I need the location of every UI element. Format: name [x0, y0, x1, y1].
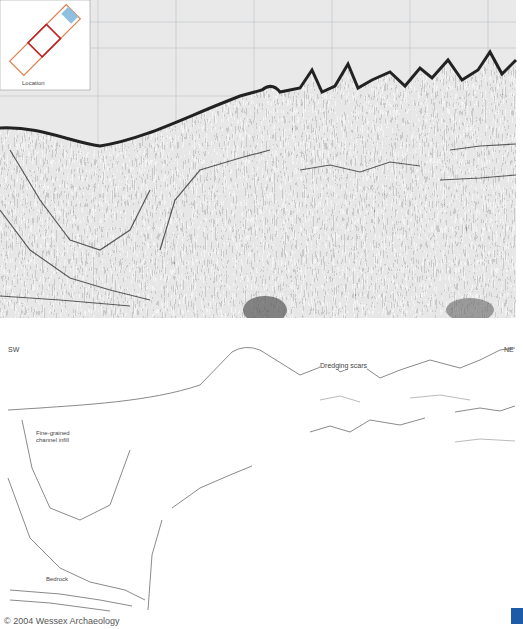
feature-label: Bedrock — [46, 576, 68, 583]
copyright-notice: © 2004 Wessex Archaeology — [4, 616, 120, 626]
feature-label: Fine-grained channel infill — [36, 430, 82, 444]
inset-label: Location — [22, 80, 45, 87]
logo-mark — [511, 608, 523, 624]
feature-label: Dredging scars — [320, 362, 367, 370]
orientation-label: SW — [8, 346, 19, 354]
orientation-label: NE — [504, 346, 514, 354]
